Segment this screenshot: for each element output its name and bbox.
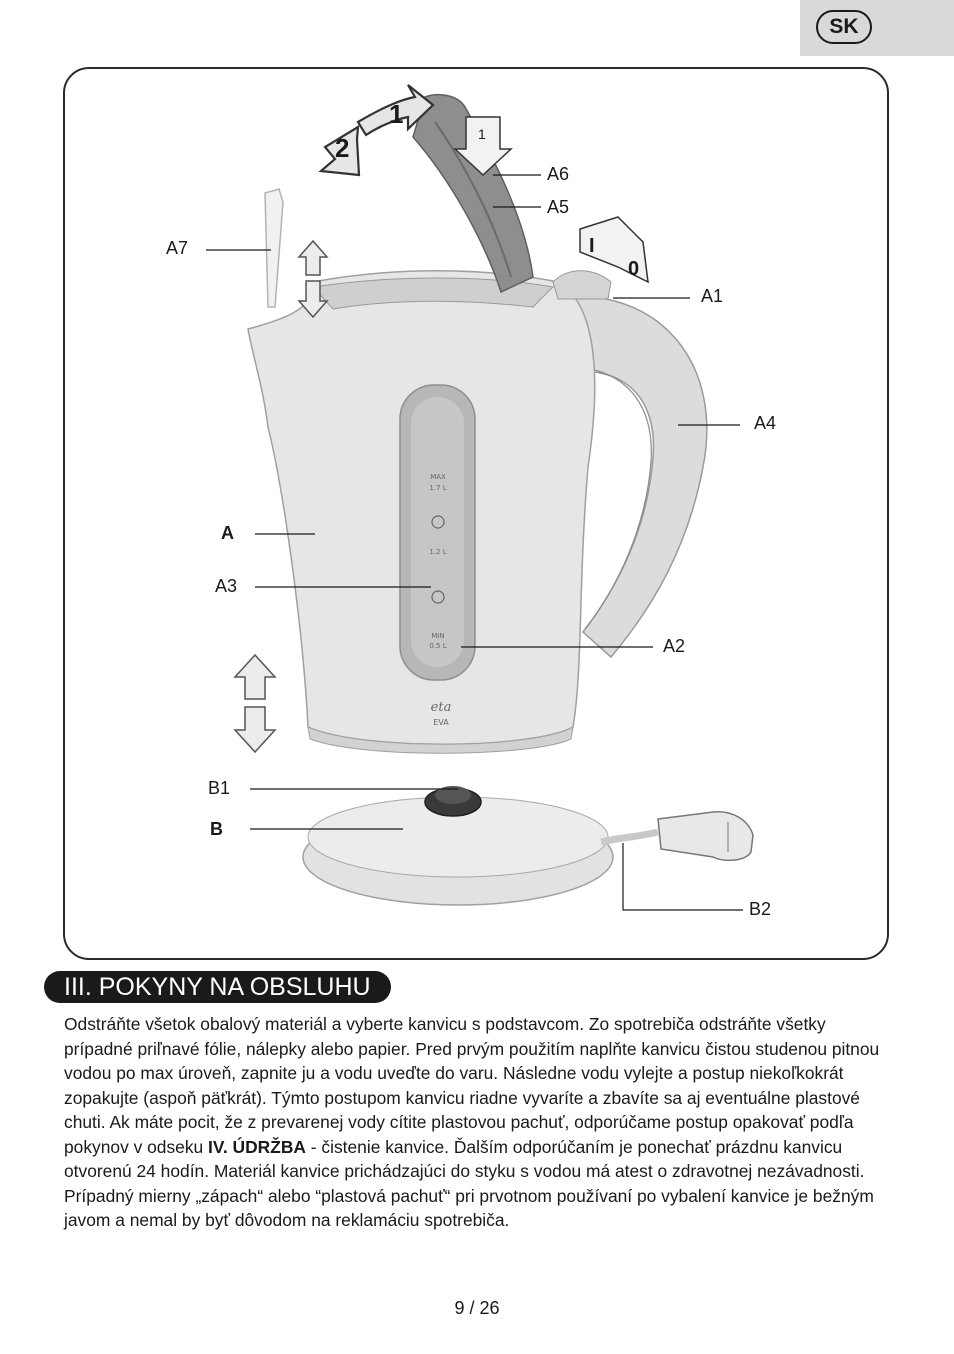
- callout-A5: A5: [547, 197, 569, 217]
- callout-B2: B2: [749, 899, 771, 919]
- gauge-mid: 1.2 L: [429, 548, 446, 556]
- arrow-label-1: 1: [389, 99, 403, 129]
- instructions-paragraph: Odstráňte všetok obalový materiál a vybe…: [64, 1012, 894, 1233]
- callout-A3: A3: [215, 576, 237, 596]
- power-switch: [552, 270, 612, 300]
- arrow-label-2: 2: [335, 133, 349, 163]
- figure-frame: [63, 67, 889, 960]
- switch-on-mark: I: [589, 235, 595, 257]
- brand-model: EVA: [433, 718, 449, 727]
- switch-icon: [579, 216, 649, 284]
- gauge-max: MAX: [430, 473, 446, 481]
- cup-icon-lower: [431, 590, 445, 604]
- callout-A: A: [221, 523, 234, 543]
- callout-A1: A1: [701, 286, 723, 306]
- lid-arrow-label: 1: [478, 126, 486, 142]
- lid-arrow: [453, 116, 513, 177]
- kettle-diagram: MAX 1.7 L 1.2 L MIN 0.5 L eta EVA 1 2 1 …: [166, 84, 776, 919]
- callout-A6: A6: [547, 164, 569, 184]
- callout-A2: A2: [663, 636, 685, 656]
- page-number: 9 / 26: [454, 1298, 500, 1318]
- section-heading: III. POKYNY NA OBSLUHU: [44, 971, 391, 1003]
- gauge-max-volume: 1.7 L: [429, 484, 446, 492]
- cup-icon-upper: [431, 515, 445, 529]
- kettle-lid: [412, 94, 534, 294]
- callout-B1: B1: [208, 778, 230, 798]
- power-plug: [657, 811, 754, 862]
- base-double-arrow: [233, 653, 277, 754]
- callout-A7: A7: [166, 238, 188, 258]
- language-badge: SK: [816, 10, 872, 44]
- filter-double-arrow: [297, 239, 329, 319]
- gauge-min-volume: 0.5 L: [429, 642, 446, 650]
- maintenance-reference: IV. ÚDRŽBA: [208, 1136, 306, 1157]
- arrow-1: [356, 84, 435, 137]
- filter-part: [264, 188, 284, 308]
- arrow-2: [318, 124, 361, 177]
- brand-logo: eta: [431, 700, 452, 715]
- switch-off-mark: 0: [628, 258, 639, 280]
- paragraph-text-2: - čistenie kanvice. Ďalším odporúčaním j…: [64, 1136, 874, 1231]
- paragraph-text-1: Odstráňte všetok obalový materiál a vybe…: [64, 1014, 880, 1157]
- power-cord: [600, 828, 659, 846]
- callout-B: B: [210, 819, 223, 839]
- gauge-min: MIN: [431, 632, 444, 640]
- callout-A4: A4: [754, 413, 776, 433]
